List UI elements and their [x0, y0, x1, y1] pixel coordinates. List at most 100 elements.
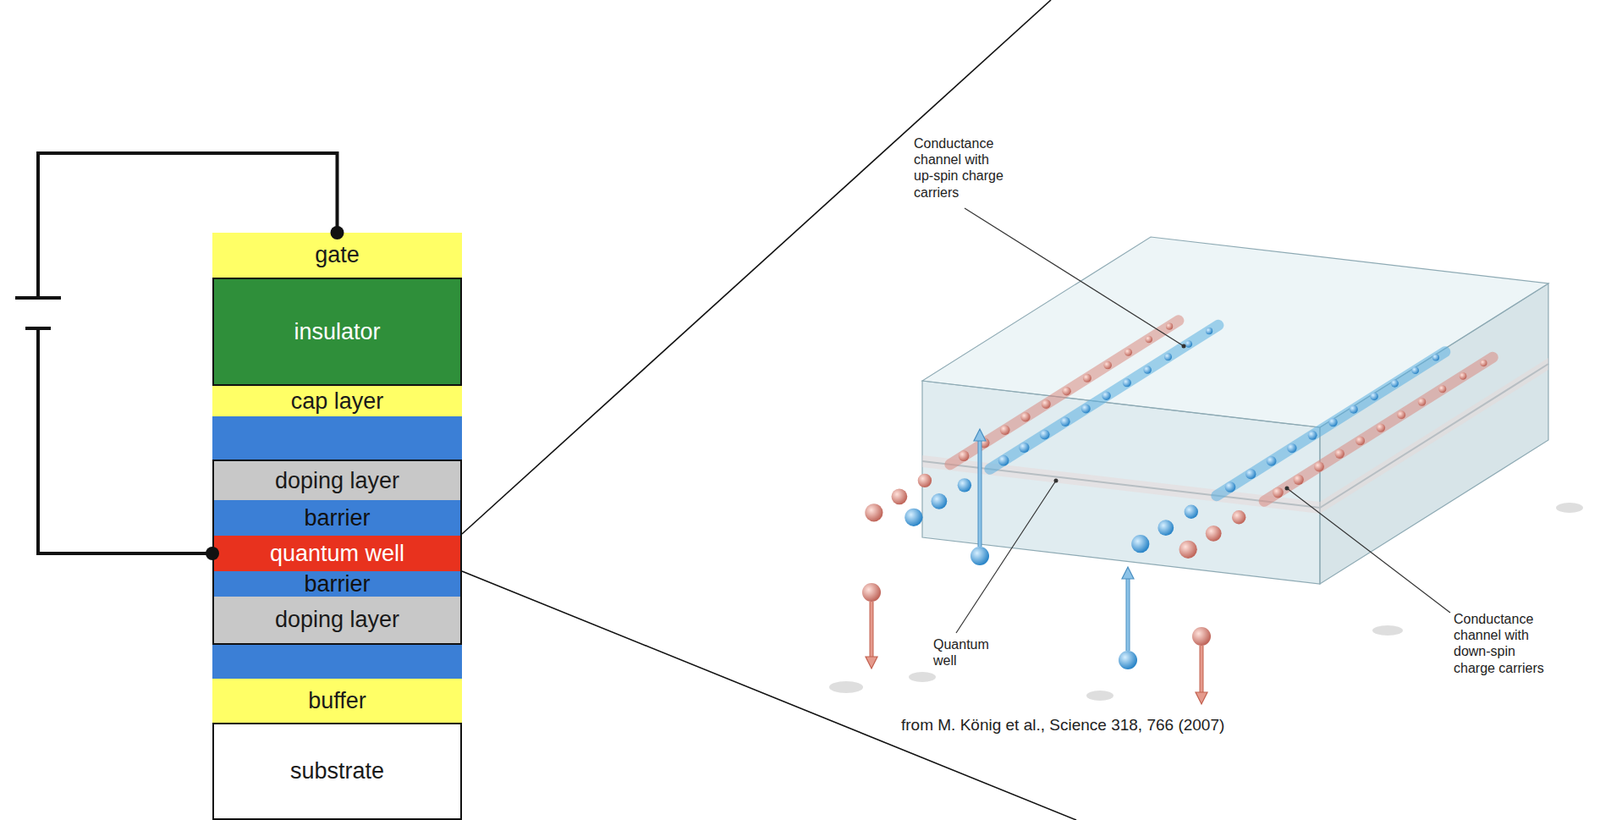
ground-shadow — [908, 671, 936, 682]
leader-dot — [1285, 486, 1290, 491]
spin-arrow-head — [865, 656, 878, 669]
callout-label: Conductance channel with down-spin charg… — [1453, 610, 1551, 677]
charge-carrier — [1308, 430, 1318, 440]
layer-name: buffer — [307, 689, 367, 713]
ground-shadow — [829, 681, 864, 693]
spin-arrow-shaft — [869, 601, 875, 659]
charge-carrier — [1459, 372, 1468, 380]
citation: from M. König et al., Science 318, 766 (… — [901, 715, 1225, 735]
charge-carrier — [1225, 481, 1237, 493]
charge-carrier — [1245, 468, 1256, 479]
charge-carrier — [1184, 340, 1193, 348]
layer-band: quantum well — [212, 535, 462, 572]
layer-name: substrate — [290, 759, 385, 783]
charge-carrier — [1157, 519, 1174, 536]
spin-arrow-shaft — [978, 439, 982, 547]
leader-dot — [1182, 344, 1187, 349]
charge-carrier — [1266, 456, 1277, 467]
charge-carrier — [1020, 412, 1030, 422]
callout-label: Quantum well — [933, 636, 995, 669]
layer-name: doping layer — [274, 608, 400, 632]
layer-name: cap layer — [291, 390, 385, 413]
spin-arrow-shaft — [1200, 645, 1204, 694]
slab-side-face — [1319, 283, 1549, 584]
charge-carrier — [864, 503, 883, 522]
spin-arrow-shaft — [870, 601, 874, 659]
charge-carrier — [1432, 353, 1440, 361]
ground-shadow — [1086, 690, 1114, 701]
charge-carrier — [1205, 525, 1222, 542]
spin-arrow-shaft — [1199, 645, 1205, 694]
layer-band: barrier — [212, 500, 462, 536]
charge-carrier — [1018, 442, 1029, 453]
barrier-band — [212, 416, 462, 460]
charge-carrier — [1391, 379, 1399, 388]
charge-carrier — [998, 455, 1010, 467]
layer-name: barrier — [303, 506, 370, 530]
label-box: from M. König et al., Science 318, 766 (… — [901, 715, 1225, 735]
conductance-channel — [989, 324, 1219, 469]
charge-carrier — [1179, 540, 1198, 559]
charge-carrier — [1081, 404, 1091, 414]
charge-carrier — [1060, 417, 1070, 427]
charge-carrier — [1438, 384, 1447, 393]
spin-arrow-shaft — [978, 439, 983, 547]
leader-line — [964, 208, 1184, 347]
layer-band: doping layer — [212, 459, 462, 501]
spin-arrow-head — [973, 428, 986, 441]
quantum-well-interface — [922, 363, 1549, 508]
charge-carrier — [1103, 361, 1112, 370]
label-box: Conductance channel with up-spin charge … — [913, 135, 1011, 201]
charge-carrier — [1039, 429, 1051, 440]
battery-plate-long — [15, 296, 61, 300]
charge-carrier — [1418, 397, 1427, 407]
charge-carrier — [1164, 352, 1172, 361]
layer-band: buffer — [212, 678, 462, 723]
charge-carrier — [1369, 392, 1379, 402]
charge-carrier — [1335, 449, 1345, 459]
charge-carrier — [904, 508, 923, 527]
spin-arrow-shaft — [1127, 577, 1130, 651]
charge-carrier — [1041, 399, 1051, 409]
leader-line — [956, 480, 1056, 633]
charge-carrier — [957, 478, 972, 492]
conductance-channel — [1216, 351, 1446, 496]
charge-carrier — [1101, 390, 1111, 400]
charge-carrier — [1349, 405, 1359, 414]
battery-plate-short — [25, 326, 51, 330]
charge-carrier — [918, 473, 932, 488]
callout-label: Conductance channel with up-spin charge … — [913, 135, 1011, 201]
zoom-line — [461, 0, 1051, 534]
quantum-well-layer — [922, 357, 1549, 514]
charge-carrier — [1396, 410, 1406, 419]
ground-shadow — [1372, 625, 1403, 636]
layer-name: gate — [314, 243, 360, 267]
charge-carrier — [1293, 474, 1304, 485]
layer-band: gate — [212, 232, 462, 278]
charge-carrier — [1061, 386, 1071, 396]
conductance-channel — [1264, 357, 1493, 501]
layer-band: insulator — [212, 277, 462, 386]
leader-line — [1286, 488, 1451, 613]
charge-carrier — [1083, 373, 1092, 383]
charge-carrier — [1286, 443, 1297, 453]
leader-dot — [1054, 478, 1059, 484]
charge-carrier — [931, 493, 948, 510]
charge-carrier — [978, 437, 990, 448]
charge-carrier — [1000, 424, 1011, 435]
label-box: Conductance channel with down-spin charg… — [1453, 610, 1551, 677]
layer-name: barrier — [303, 572, 370, 596]
charge-carrier — [1411, 366, 1419, 374]
charge-carrier — [958, 450, 970, 462]
charge-carrier — [1184, 505, 1199, 519]
spin-carrier — [1118, 650, 1138, 670]
spin-arrow-head — [1121, 566, 1134, 579]
zoom-line — [461, 571, 1077, 820]
slab-front-face — [922, 380, 1320, 584]
charge-carrier — [1205, 327, 1213, 335]
charge-carrier — [1376, 423, 1386, 432]
charge-carrier — [1355, 435, 1365, 446]
